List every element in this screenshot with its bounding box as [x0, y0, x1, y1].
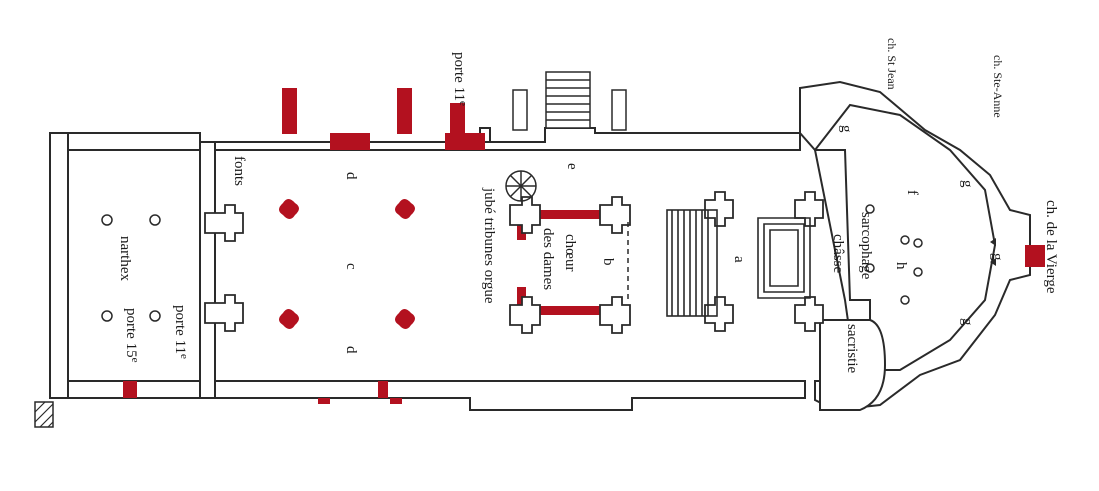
- vierge-markers: [990, 238, 996, 266]
- pier: [395, 309, 415, 329]
- label-h: h: [893, 262, 909, 270]
- north-buttress-1: [282, 88, 297, 134]
- narthex-columns: [101, 204, 923, 322]
- north-stair: [512, 71, 627, 131]
- spiral-stair: [505, 170, 537, 202]
- label-jube: jubé tribunes orgue: [481, 187, 497, 304]
- label-ch-st-jean: ch. St Jean: [885, 38, 899, 90]
- south-wall-mark-1: [318, 398, 330, 404]
- south-wall-mark-2: [390, 398, 402, 404]
- label-ch-vierge: ch. de la Vierge: [1043, 200, 1059, 294]
- label-choeur: chœur: [562, 234, 578, 272]
- south-wall: [49, 380, 806, 411]
- label-d-top: d: [343, 172, 359, 180]
- walls: [49, 80, 1031, 412]
- pier: [395, 199, 415, 219]
- label-a: a: [731, 256, 747, 263]
- choir-screen-south: [530, 306, 600, 315]
- label-g-1: g: [838, 125, 854, 133]
- north-wall-seg-1: [330, 133, 370, 150]
- label-sarcophage: sarcophage: [858, 212, 874, 280]
- label-g-2: g: [959, 180, 975, 188]
- crossing-piers: [204, 191, 824, 334]
- north-buttress-3: [450, 103, 465, 133]
- label-d-bottom: d: [343, 346, 359, 354]
- south-wall-seg-1: [378, 381, 388, 398]
- label-ch-ste-anne: ch. Ste-Anne: [991, 55, 1005, 118]
- highlights: [123, 88, 1045, 404]
- label-fonts: fonts: [231, 156, 247, 186]
- choir-screen-north: [530, 210, 600, 219]
- label-b: b: [600, 258, 616, 266]
- porte-15-door: [123, 381, 137, 398]
- label-c: c: [343, 263, 359, 270]
- north-wall-seg-2: [445, 133, 485, 150]
- sacristie-room: [819, 319, 887, 411]
- narthex-partition: [199, 141, 216, 399]
- north-buttress-2: [397, 88, 412, 134]
- west-tomb: [34, 401, 54, 428]
- pier: [279, 309, 299, 329]
- label-porte-11-south: porte 11e: [172, 305, 190, 359]
- pier: [279, 199, 299, 219]
- nave-piers: [279, 199, 415, 329]
- label-e: e: [564, 163, 580, 170]
- label-f: f: [904, 190, 920, 195]
- label-g-4: g: [959, 318, 975, 326]
- label-narthex: narthex: [117, 236, 133, 281]
- west-wall: [49, 132, 69, 399]
- label-g-3: g: [989, 253, 1005, 261]
- label-sacristie: sacristie: [844, 324, 860, 373]
- label-porte-11-north: porte 11e: [451, 52, 469, 106]
- chancel-steps: [666, 209, 811, 317]
- label-chasse: châsse: [830, 234, 846, 273]
- label-porte-15: porte 15e: [123, 308, 141, 363]
- north-wall: [49, 127, 801, 151]
- label-des-dames: des dames: [540, 228, 556, 290]
- vierge-altar: [1025, 245, 1045, 267]
- labels: narthex porte 15e porte 11e fonts c d d …: [117, 38, 1059, 373]
